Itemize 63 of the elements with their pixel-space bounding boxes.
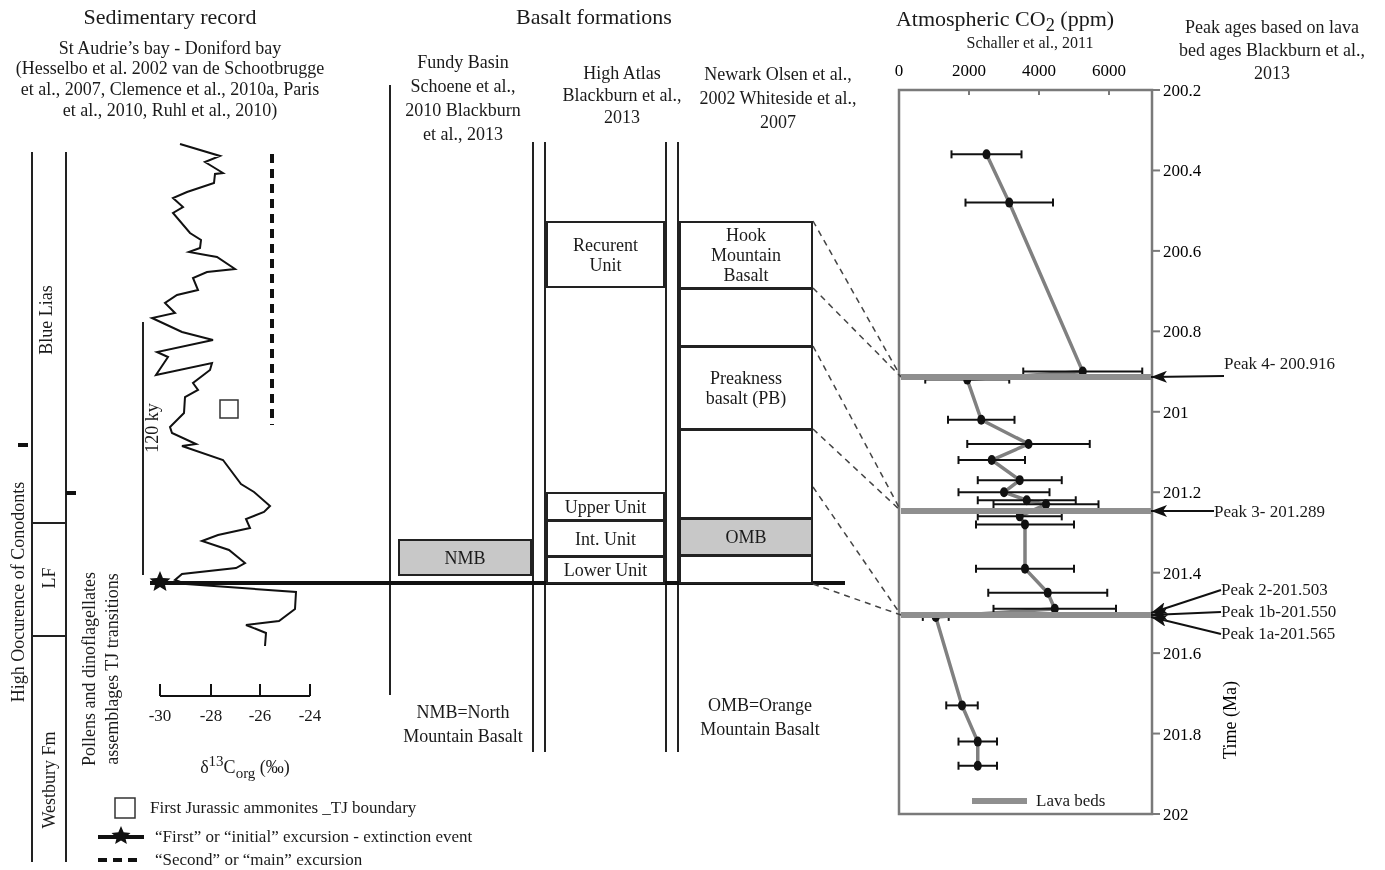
abbreviation-note: OMB=Orange Mountain Basalt [699, 694, 821, 741]
tick-label: 200.6 [1163, 241, 1202, 261]
tick-label: 4000 [1022, 61, 1056, 80]
peak-label: Peak 1b-201.550 [1221, 600, 1356, 624]
tick-label: -30 [148, 705, 172, 727]
chart-subtitle: Schaller et al., 2011 [966, 33, 1094, 53]
unit-box: Int. Unit [546, 520, 665, 557]
column-heading: Newark Olsen et al., 2002 Whiteside et al., 2007 [698, 63, 858, 134]
tick-label: 200.4 [1163, 161, 1202, 181]
legend-label: “First” or “initial” excursion - extinction event [155, 827, 473, 847]
leader-line [812, 583, 902, 616]
legend-label: Lava beds [1036, 791, 1106, 811]
unit-box: Upper Unit [546, 492, 665, 521]
zone-label: High Oocurence of Conodonts [7, 481, 29, 703]
arrow [1150, 589, 1222, 614]
tick-label: 201.2 [1163, 483, 1202, 503]
arrow [1150, 370, 1225, 383]
unit-name: Westbury Fm [38, 731, 60, 829]
peak-label: Peak 4- 200.916 [1224, 352, 1352, 376]
axis-title: δ$^{13}$C$_{org}$ (‰) [200, 752, 290, 783]
arrow [1150, 505, 1215, 517]
peak-label: Peak 2-201.503 [1221, 578, 1351, 602]
unit-box [679, 429, 813, 519]
legend-label: First Jurassic ammonites _TJ boundary [150, 798, 417, 818]
unit-box: Lower Unit [546, 556, 665, 584]
axis-title: Time (Ma) [1220, 681, 1240, 759]
peak-label: Peak 1a-201.565 [1221, 622, 1356, 646]
unit-name: LF [38, 567, 60, 589]
tick-label: 201.8 [1163, 724, 1202, 744]
tick-label: 201.6 [1163, 644, 1202, 664]
unit-box [679, 555, 813, 584]
tick-label: -24 [298, 705, 322, 727]
arrow [1150, 614, 1222, 635]
tick-label: 0 [894, 61, 904, 80]
tick-label: -28 [199, 705, 223, 727]
tick-label: 2000 [952, 61, 986, 80]
unit-box: NMB [398, 539, 532, 576]
unit-box: Hook Mountain Basalt [679, 221, 813, 289]
reference-text: (Hesselbo et al. 2002 van de Schootbrugge et al., 2007, Clemence et al., 2010a, Paris et al., 2010, Ruhl et al., 2010) [14, 58, 326, 121]
unit-box: OMB [679, 518, 813, 556]
unit-name: Blue Lias [35, 285, 57, 355]
section-heading: Basalt formations [516, 6, 672, 28]
time-span-label: 120 ky [141, 403, 163, 453]
site-name: St Audrie’s bay - Doniford bay [58, 37, 282, 59]
legend-label: “Second” or “main” excursion [155, 850, 363, 870]
column-heading: Fundy Basin Schoene et al., 2010 Blackburn et al., 2013 [404, 51, 522, 146]
tick-label: 6000 [1092, 61, 1126, 80]
abbreviation-note: NMB=North Mountain Basalt [402, 701, 524, 748]
tick-label: 201 [1163, 402, 1189, 422]
unit-box: Preakness basalt (PB) [679, 346, 813, 430]
tick-label: 200.8 [1163, 322, 1202, 342]
tick-label: 201.4 [1163, 563, 1202, 583]
section-heading: Sedimentary record [83, 6, 257, 28]
leader-line [812, 287, 902, 378]
column-heading: High Atlas Blackburn et al., 2013 [561, 62, 683, 128]
unit-box [679, 288, 813, 347]
tick-label: 202 [1163, 805, 1189, 824]
tick-label: -26 [248, 705, 272, 727]
arrow [1150, 608, 1222, 621]
chart-title: Atmospheric CO$_{2}$ (ppm) [895, 6, 1115, 36]
unit-box: Recurent Unit [546, 221, 665, 288]
zone-label: Pollens and dinoflagellates assemblages TJ transitions [78, 571, 123, 768]
peak-label: Peak 3- 201.289 [1214, 500, 1344, 524]
